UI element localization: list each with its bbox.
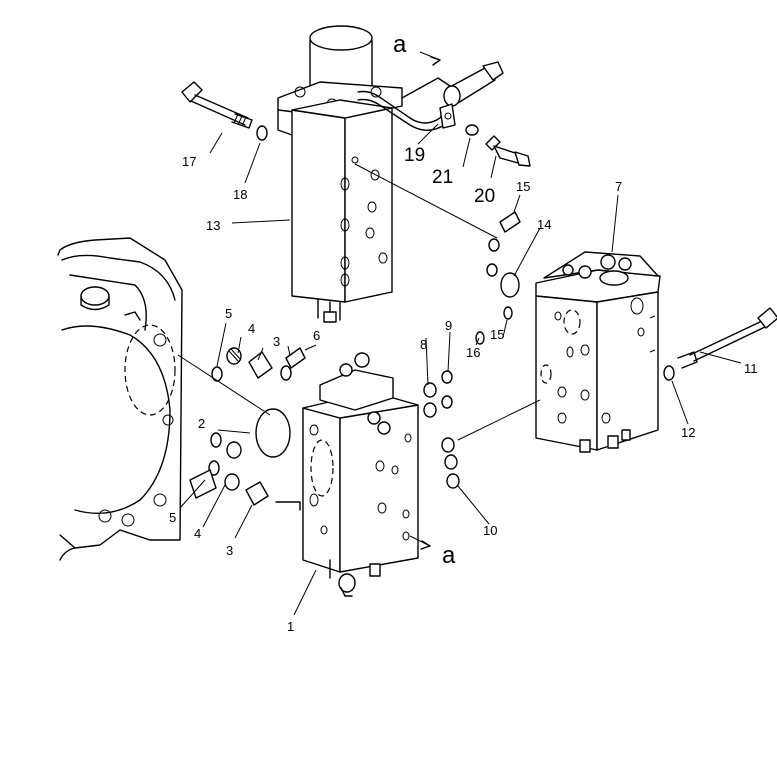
small-parts-right	[423, 370, 460, 489]
callout-6: 6	[313, 328, 320, 343]
callout-18: 18	[233, 187, 247, 202]
callout-13: 13	[206, 218, 220, 233]
oring-2	[255, 408, 291, 458]
oring-upper	[488, 238, 500, 252]
reference-mark-a: a	[393, 31, 407, 58]
valve-block-7	[535, 251, 661, 453]
callout-5: 5	[169, 510, 176, 525]
callout-14: 14	[537, 217, 551, 232]
housing-port-hidden	[124, 324, 176, 416]
oring-14	[500, 272, 520, 298]
callout-21: 21	[432, 167, 453, 188]
washer-21	[465, 124, 479, 136]
bolt-17	[181, 81, 253, 129]
housing-casting	[57, 237, 183, 561]
callout-4: 4	[248, 321, 255, 336]
callout-12: 12	[681, 425, 695, 440]
wire-harness	[357, 61, 504, 131]
bolt-20	[485, 135, 531, 167]
callout-15: 15	[516, 179, 530, 194]
callout-3: 3	[273, 334, 280, 349]
callout-4: 4	[194, 526, 201, 541]
callout-2: 2	[198, 416, 205, 431]
oring-15	[503, 306, 513, 320]
callout-8: 8	[420, 337, 427, 352]
reference-mark-a: a	[442, 542, 456, 569]
washer-18	[256, 125, 268, 141]
main-valve-block-1	[302, 352, 419, 597]
callout-10: 10	[483, 523, 497, 538]
small-parts-left	[189, 347, 306, 506]
bolt-11	[677, 307, 777, 369]
washer-12	[663, 365, 675, 381]
callout-5: 5	[225, 306, 232, 321]
callout-9: 9	[445, 318, 452, 333]
callout-15: 15	[490, 327, 504, 342]
oring-upper-2	[486, 263, 498, 277]
housing-boss	[80, 286, 110, 306]
callout-11: 11	[744, 361, 758, 376]
callout-1: 1	[287, 619, 294, 634]
callout-17: 17	[182, 154, 196, 169]
callout-20: 20	[474, 186, 495, 207]
pin-15-upper	[499, 211, 521, 233]
callout-16: 16	[466, 345, 480, 360]
leader-lines	[177, 51, 742, 616]
callout-19: 19	[404, 145, 425, 166]
callout-7: 7	[615, 179, 622, 194]
solenoid-valve-block	[277, 25, 403, 323]
callout-3: 3	[226, 543, 233, 558]
callout-labels: 1 2 3 3 4 4 5 5 6 7 8 9 10 11 12 13 14 1…	[169, 31, 758, 634]
